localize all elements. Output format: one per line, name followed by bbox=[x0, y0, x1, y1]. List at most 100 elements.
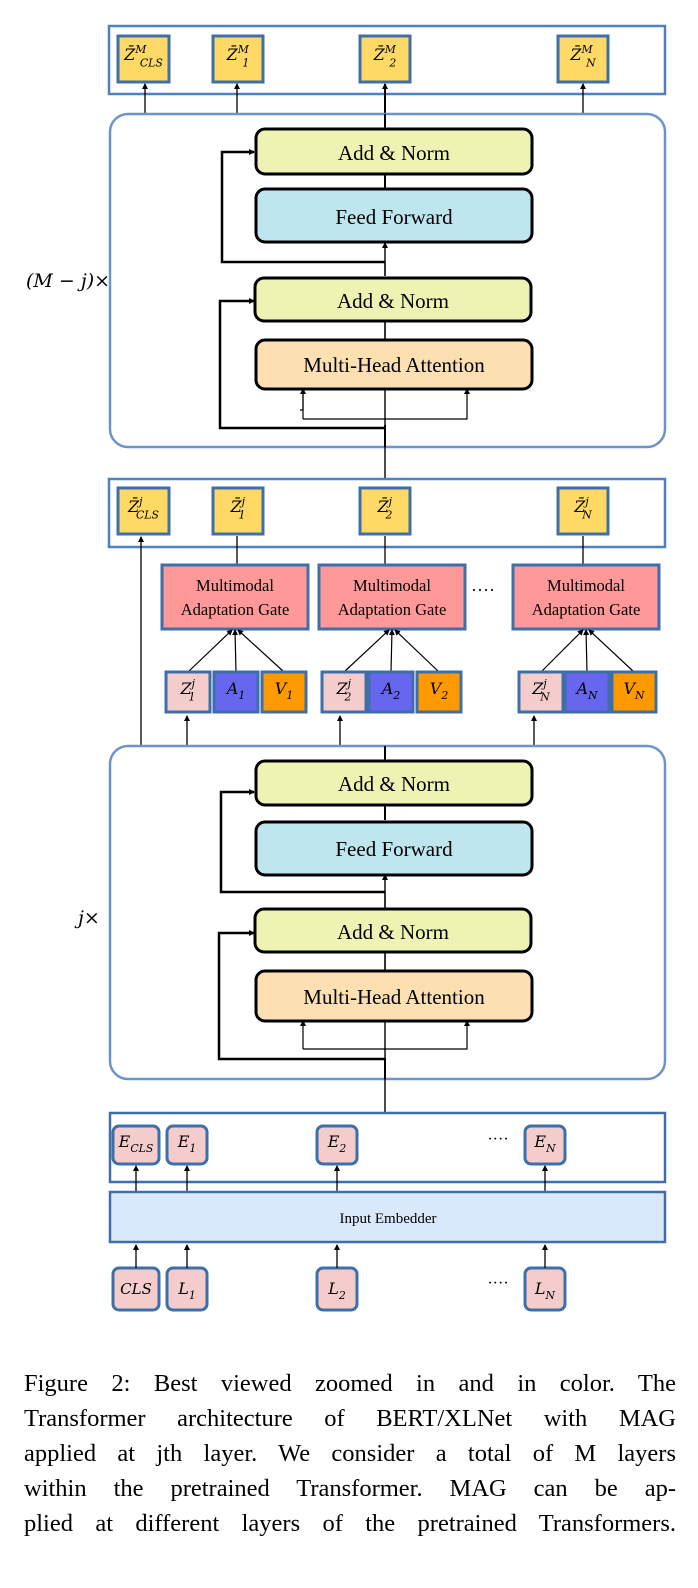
input-embedder bbox=[108, 1190, 667, 1244]
upper-multi-head-attention bbox=[254, 338, 534, 391]
a-input-label: AN bbox=[574, 679, 598, 702]
v-input-box-n bbox=[610, 670, 658, 714]
a-input-box-2 bbox=[367, 670, 415, 714]
top-output-arrows bbox=[142, 83, 586, 114]
mag-input-arrow bbox=[588, 629, 635, 673]
top-output-box-cls bbox=[116, 34, 171, 84]
embedding-row: ECLS E1 E2 EN ···· bbox=[108, 1111, 667, 1192]
mag-gate-label-line1: Multimodal bbox=[196, 576, 274, 595]
mag-input-arrow bbox=[187, 629, 233, 673]
lower-add-norm-bottom bbox=[253, 907, 533, 954]
mag-ellipsis: ···· bbox=[471, 580, 495, 600]
caption-line-2: Transformer architecture of BERT/XLNet w… bbox=[24, 1405, 676, 1432]
upper-transformer-block: (M − j)× Add & Norm Feed Forward Add & N… bbox=[26, 112, 667, 449]
embedding-ellipsis: ···· bbox=[487, 1131, 508, 1148]
v-input-label: VN bbox=[623, 679, 645, 702]
mag-gate-label-line2: Adaptation Gate bbox=[532, 600, 641, 619]
lower-feed-forward bbox=[254, 820, 534, 877]
lower-multi-head-attention bbox=[254, 969, 534, 1023]
input-token-label: LN bbox=[534, 1279, 556, 1302]
upper-feed-forward bbox=[254, 187, 534, 244]
mag-output-box-cls bbox=[116, 486, 171, 536]
z-input-box-n bbox=[517, 670, 565, 714]
a-input-label: A1 bbox=[225, 679, 245, 702]
lower-repeat-label: j× bbox=[74, 907, 100, 929]
a-input-label: A2 bbox=[380, 679, 401, 702]
mag-input-arrow bbox=[583, 629, 590, 673]
mag-gate-1 bbox=[160, 563, 310, 631]
caption-line-4: within the pretrained Transformer. MAG c… bbox=[24, 1475, 676, 1502]
lower-feed-forward-label: Feed Forward bbox=[335, 837, 453, 861]
v-input-box-1 bbox=[260, 670, 308, 714]
mag-input-arrow bbox=[232, 629, 239, 673]
embedding-label: E2 bbox=[327, 1132, 347, 1155]
mag-input-arrow bbox=[388, 629, 395, 673]
a-input-box-1 bbox=[212, 670, 260, 714]
lower-attention-label: Multi-Head Attention bbox=[303, 985, 485, 1009]
mag-output-box-n bbox=[556, 486, 610, 536]
upper-add-norm-top-label: Add & Norm bbox=[338, 141, 450, 165]
lower-add-norm-top-label: Add & Norm bbox=[338, 772, 450, 796]
mag-gate-label-line1: Multimodal bbox=[353, 576, 431, 595]
embedding-label: E1 bbox=[177, 1132, 197, 1155]
caption-line-5: plied at different layers of the pretrai… bbox=[24, 1510, 676, 1537]
mag-input-arrow bbox=[237, 629, 285, 673]
input-ellipsis: ···· bbox=[487, 1275, 508, 1292]
top-output-box-1 bbox=[211, 34, 265, 84]
embedding-box-2 bbox=[315, 1124, 359, 1166]
mag-input-arrow bbox=[394, 629, 440, 673]
upper-add-norm-bottom bbox=[253, 276, 533, 323]
mag-output-box-1 bbox=[211, 486, 265, 536]
mag-gate-label-line2: Adaptation Gate bbox=[181, 600, 290, 619]
mag-output-box-2 bbox=[358, 486, 412, 536]
z-input-box-2 bbox=[320, 670, 368, 714]
caption-line-3: applied at jth layer. We consider a tota… bbox=[24, 1440, 676, 1467]
lower-add-norm-top bbox=[254, 759, 534, 807]
input-embedder-label: Input Embedder bbox=[339, 1211, 436, 1227]
input-token-label: CLS bbox=[120, 1280, 152, 1298]
v-input-box-2 bbox=[415, 670, 463, 714]
mag-gate-3 bbox=[511, 563, 661, 631]
v-input-label: V2 bbox=[430, 679, 449, 702]
upper-feed-forward-label: Feed Forward bbox=[335, 205, 453, 229]
v-input-label: V1 bbox=[275, 679, 293, 702]
upper-add-norm-top bbox=[254, 127, 534, 176]
mag-gate-label-line1: Multimodal bbox=[547, 576, 625, 595]
mag-input-arrow bbox=[343, 629, 390, 673]
top-output-box-n bbox=[556, 34, 610, 84]
mag-input-arrow bbox=[540, 629, 584, 673]
embedding-label: ECLS bbox=[118, 1132, 154, 1155]
caption-line-1: Figure 2: Best viewed zoomed in and in c… bbox=[24, 1370, 676, 1397]
lower-transformer-block: j× Add & Norm Feed Forward Add & Norm Mu… bbox=[74, 744, 667, 1081]
embedding-label: EN bbox=[533, 1132, 556, 1155]
upper-add-norm-bottom-label: Add & Norm bbox=[337, 289, 449, 313]
embedding-box-1 bbox=[165, 1124, 209, 1166]
mag-gate-label-line2: Adaptation Gate bbox=[338, 600, 447, 619]
upper-repeat-label: (M − j)× bbox=[26, 270, 110, 292]
z-input-box-1 bbox=[164, 670, 212, 714]
a-input-box-n bbox=[563, 670, 611, 714]
upper-attention-label: Multi-Head Attention bbox=[303, 353, 485, 377]
figure-caption: Figure 2: Best viewed zoomed in and in c… bbox=[24, 1366, 676, 1541]
mag-gate-2 bbox=[317, 563, 467, 631]
input-token-label: L1 bbox=[177, 1279, 196, 1302]
top-output-box-2 bbox=[358, 34, 412, 84]
embedding-box-cls bbox=[111, 1124, 161, 1166]
lower-add-norm-bottom-label: Add & Norm bbox=[337, 920, 449, 944]
